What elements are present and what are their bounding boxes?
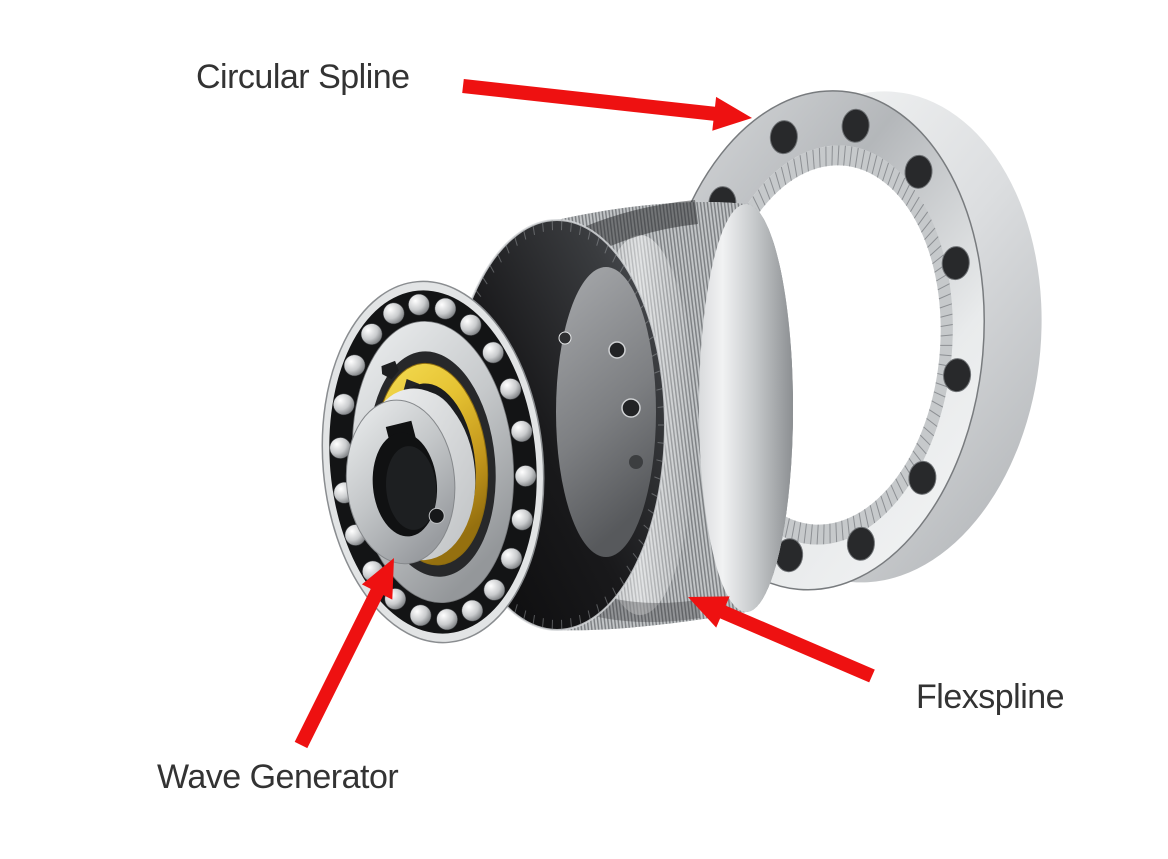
flexspline-body xyxy=(699,204,793,612)
flexspline-bolt-hole xyxy=(558,331,572,345)
flexspline-arrow xyxy=(688,596,875,683)
flexspline-bottom-disk xyxy=(556,267,656,557)
wave-generator-arrow xyxy=(294,558,394,749)
wave-generator-set-screw xyxy=(428,507,445,524)
annotation-arrows xyxy=(294,79,875,749)
flexspline-label: Flexspline xyxy=(916,678,1065,716)
circular-spline-label: Circular Spline xyxy=(196,58,410,96)
wave-generator-label: Wave Generator xyxy=(157,758,399,796)
wave-generator-clip xyxy=(381,360,399,380)
flexspline-bolt-hole xyxy=(629,455,643,469)
flexspline-bolt-hole xyxy=(621,398,641,418)
flexspline-bolt-hole xyxy=(608,341,626,359)
circular-spline-arrow xyxy=(462,79,752,131)
wave-generator-part xyxy=(321,280,545,644)
wave-generator-bore-sheen xyxy=(386,446,437,530)
